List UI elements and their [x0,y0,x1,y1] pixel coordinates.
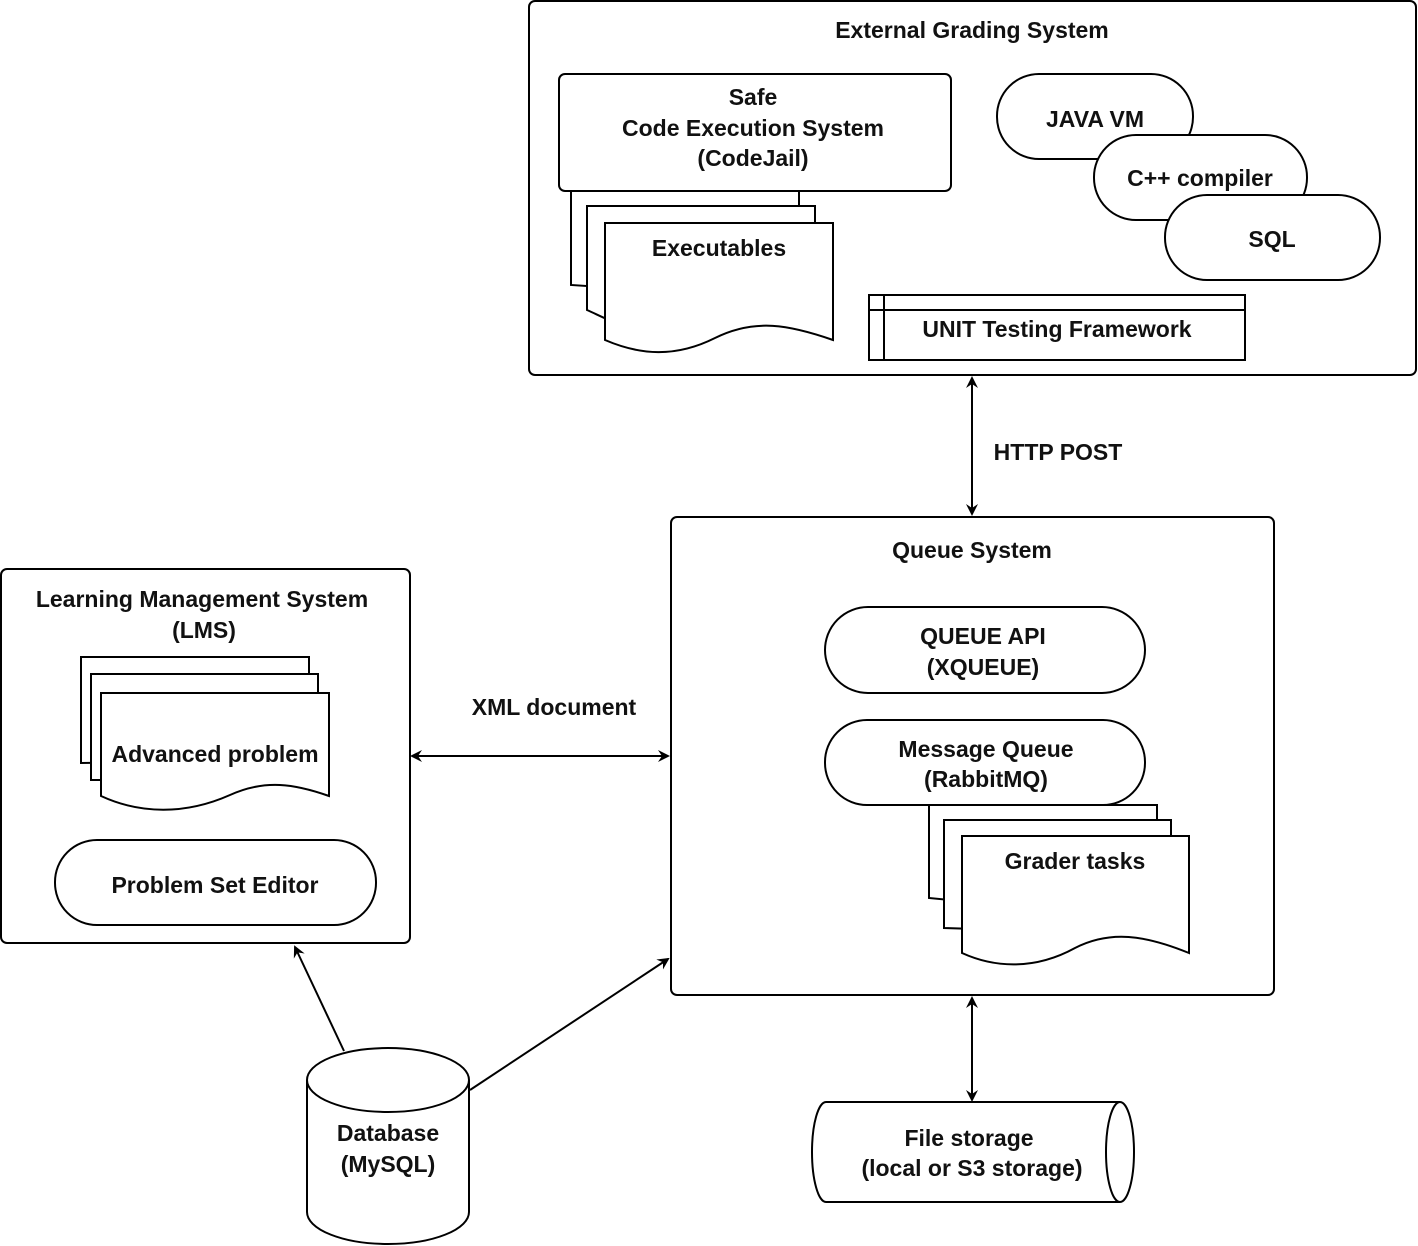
grader-tasks-label: Grader tasks [1005,848,1146,874]
advanced-problem-document-stack: Advanced problem [80,656,330,811]
advanced-problem-document-front [100,692,330,811]
queue-api-label-line1: QUEUE API [920,623,1046,649]
executables-document-front [604,222,834,354]
database-to-lms-arrow [293,945,345,1052]
java-vm-label: JAVA VM [1046,106,1144,132]
lms-title-line2: (LMS) [172,617,236,643]
learning-management-system: Learning Management System (LMS) Advance… [0,568,411,944]
sql-shape [1164,194,1381,281]
file-storage-end-cap [1105,1101,1121,1203]
grader-tasks-document-stack: Grader tasks [928,804,1190,966]
problem-set-editor-shape [54,839,377,926]
http-post-edge: HTTP POST [966,376,1123,516]
message-queue-pill: Message Queue (RabbitMQ) [824,719,1146,806]
unit-testing-shape [868,294,1246,361]
codejail-container [558,73,952,192]
codejail-label-line3: (CodeJail) [697,145,808,171]
executables-label: Executables [652,235,786,261]
database-label-line1: Database [337,1120,439,1146]
database-top [306,1047,470,1113]
codejail-label-line1: Safe [729,84,778,110]
codejail-label-line2: Code Execution System [622,115,884,141]
unit-testing-framework: UNIT Testing Framework [868,294,1246,361]
unit-testing-label: UNIT Testing Framework [922,316,1191,342]
external-grading-system: External Grading System Executables Safe… [528,0,1417,376]
message-queue-label-line2: (RabbitMQ) [924,766,1048,792]
queue-system-title: Queue System [892,537,1052,563]
problem-set-editor-pill: Problem Set Editor [54,839,377,926]
message-queue-label-line1: Message Queue [898,736,1073,762]
database-to-queue-arrow [469,957,670,1091]
file-storage-label-line2: (local or S3 storage) [861,1155,1082,1181]
file-storage-shape [811,1101,1135,1203]
database-label-line2: (MySQL) [341,1151,436,1177]
message-queue-shape [824,719,1146,806]
file-storage: File storage (local or S3 storage) [811,996,1135,1203]
executables-document-stack: Executables [570,149,834,354]
advanced-problem-label: Advanced problem [111,741,318,767]
http-post-label: HTTP POST [994,439,1123,465]
cpp-compiler-label: C++ compiler [1127,165,1273,191]
external-grading-system-title: External Grading System [835,17,1109,43]
codejail-box: Safe Code Execution System (CodeJail) [558,73,952,192]
lms-title-line1: Learning Management System [36,586,368,612]
queue-api-label-line2: (XQUEUE) [927,654,1039,680]
sql-pill: SQL [1164,194,1381,281]
database-cylinder: Database (MySQL) [306,1047,470,1245]
queue-api-shape [824,606,1146,694]
xml-document-label: XML document [472,694,637,720]
database-body [306,1080,470,1245]
queue-api-pill: QUEUE API (XQUEUE) [824,606,1146,694]
problem-set-editor-label: Problem Set Editor [111,872,318,898]
file-storage-label-line1: File storage [904,1125,1033,1151]
sql-label: SQL [1248,226,1295,252]
queue-system: Queue System QUEUE API (XQUEUE) Grader t… [670,516,1275,996]
xml-document-edge: XML document [410,694,670,762]
grader-tasks-document-front [961,835,1190,966]
